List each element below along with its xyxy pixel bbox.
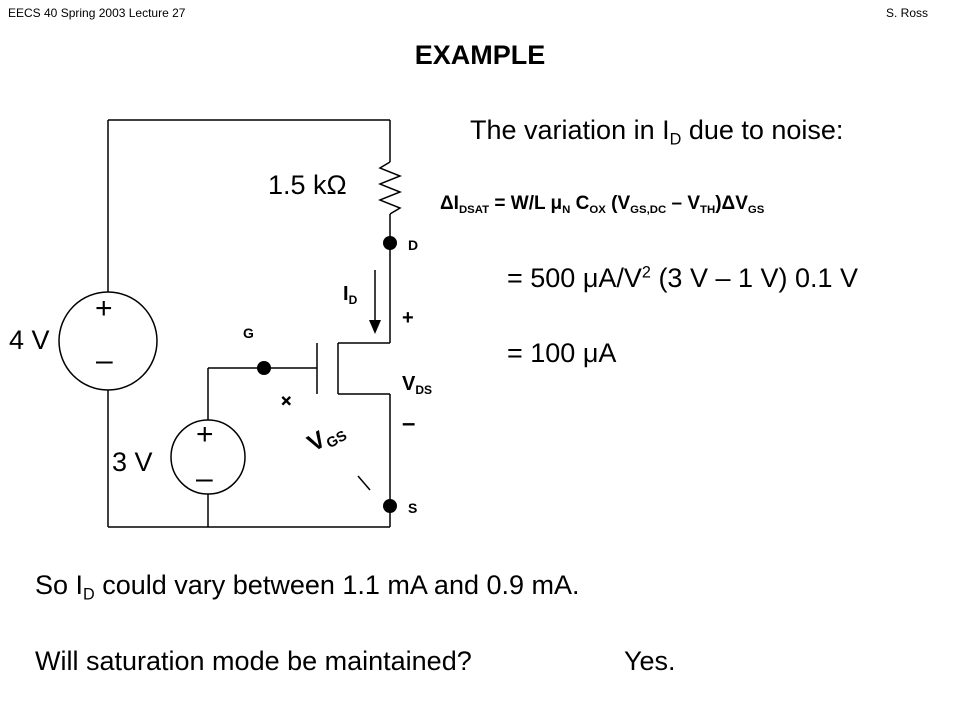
vgs-minus-mark (357, 475, 371, 491)
gate-terminal-dot (257, 361, 271, 375)
drain-terminal-dot (383, 236, 397, 250)
header-left: EECS 40 Spring 2003 Lecture 27 (8, 6, 186, 20)
id-label: ID (343, 283, 358, 308)
noise-heading: The variation in ID due to noise: (470, 115, 844, 149)
source-terminal-dot (383, 499, 397, 513)
drain-label: D (408, 237, 419, 253)
source-4v-plus: + (95, 292, 113, 325)
vds-minus: – (402, 410, 416, 437)
slide-title: EXAMPLE (414, 40, 546, 70)
source-3v-label: 3 V (112, 447, 153, 477)
vds-plus: + (402, 307, 414, 329)
vds-label: VDS (402, 373, 433, 398)
conclusion-answer: Yes. (624, 646, 676, 676)
source-4v-minus: – (96, 344, 113, 377)
header-right: S. Ross (885, 6, 928, 20)
voltage-source-3v (170, 419, 246, 495)
id-arrow-head (369, 320, 381, 334)
resistor-zigzag (377, 161, 403, 215)
calc-line-2: = 100 μA (507, 338, 617, 368)
conclusion-id-range: So ID could vary between 1.1 mA and 0.9 … (35, 570, 580, 604)
source-label: S (408, 500, 418, 516)
source-4v-label: 4 V (9, 325, 50, 355)
calc-line-1: = 500 μA/V2 (3 V – 1 V) 0.1 V (507, 263, 859, 293)
gate-label: G (243, 325, 254, 341)
resistor-label: 1.5 kΩ (268, 170, 347, 200)
voltage-source-4v (58, 291, 158, 391)
source-3v-plus: + (196, 418, 214, 451)
conclusion-question: Will saturation mode be maintained? (35, 646, 472, 676)
delta-idsat-equation: ΔIDSAT = W/L μN COX (VGS,DC – VTH)ΔVGS (440, 193, 765, 216)
source-3v-minus: – (196, 462, 213, 495)
